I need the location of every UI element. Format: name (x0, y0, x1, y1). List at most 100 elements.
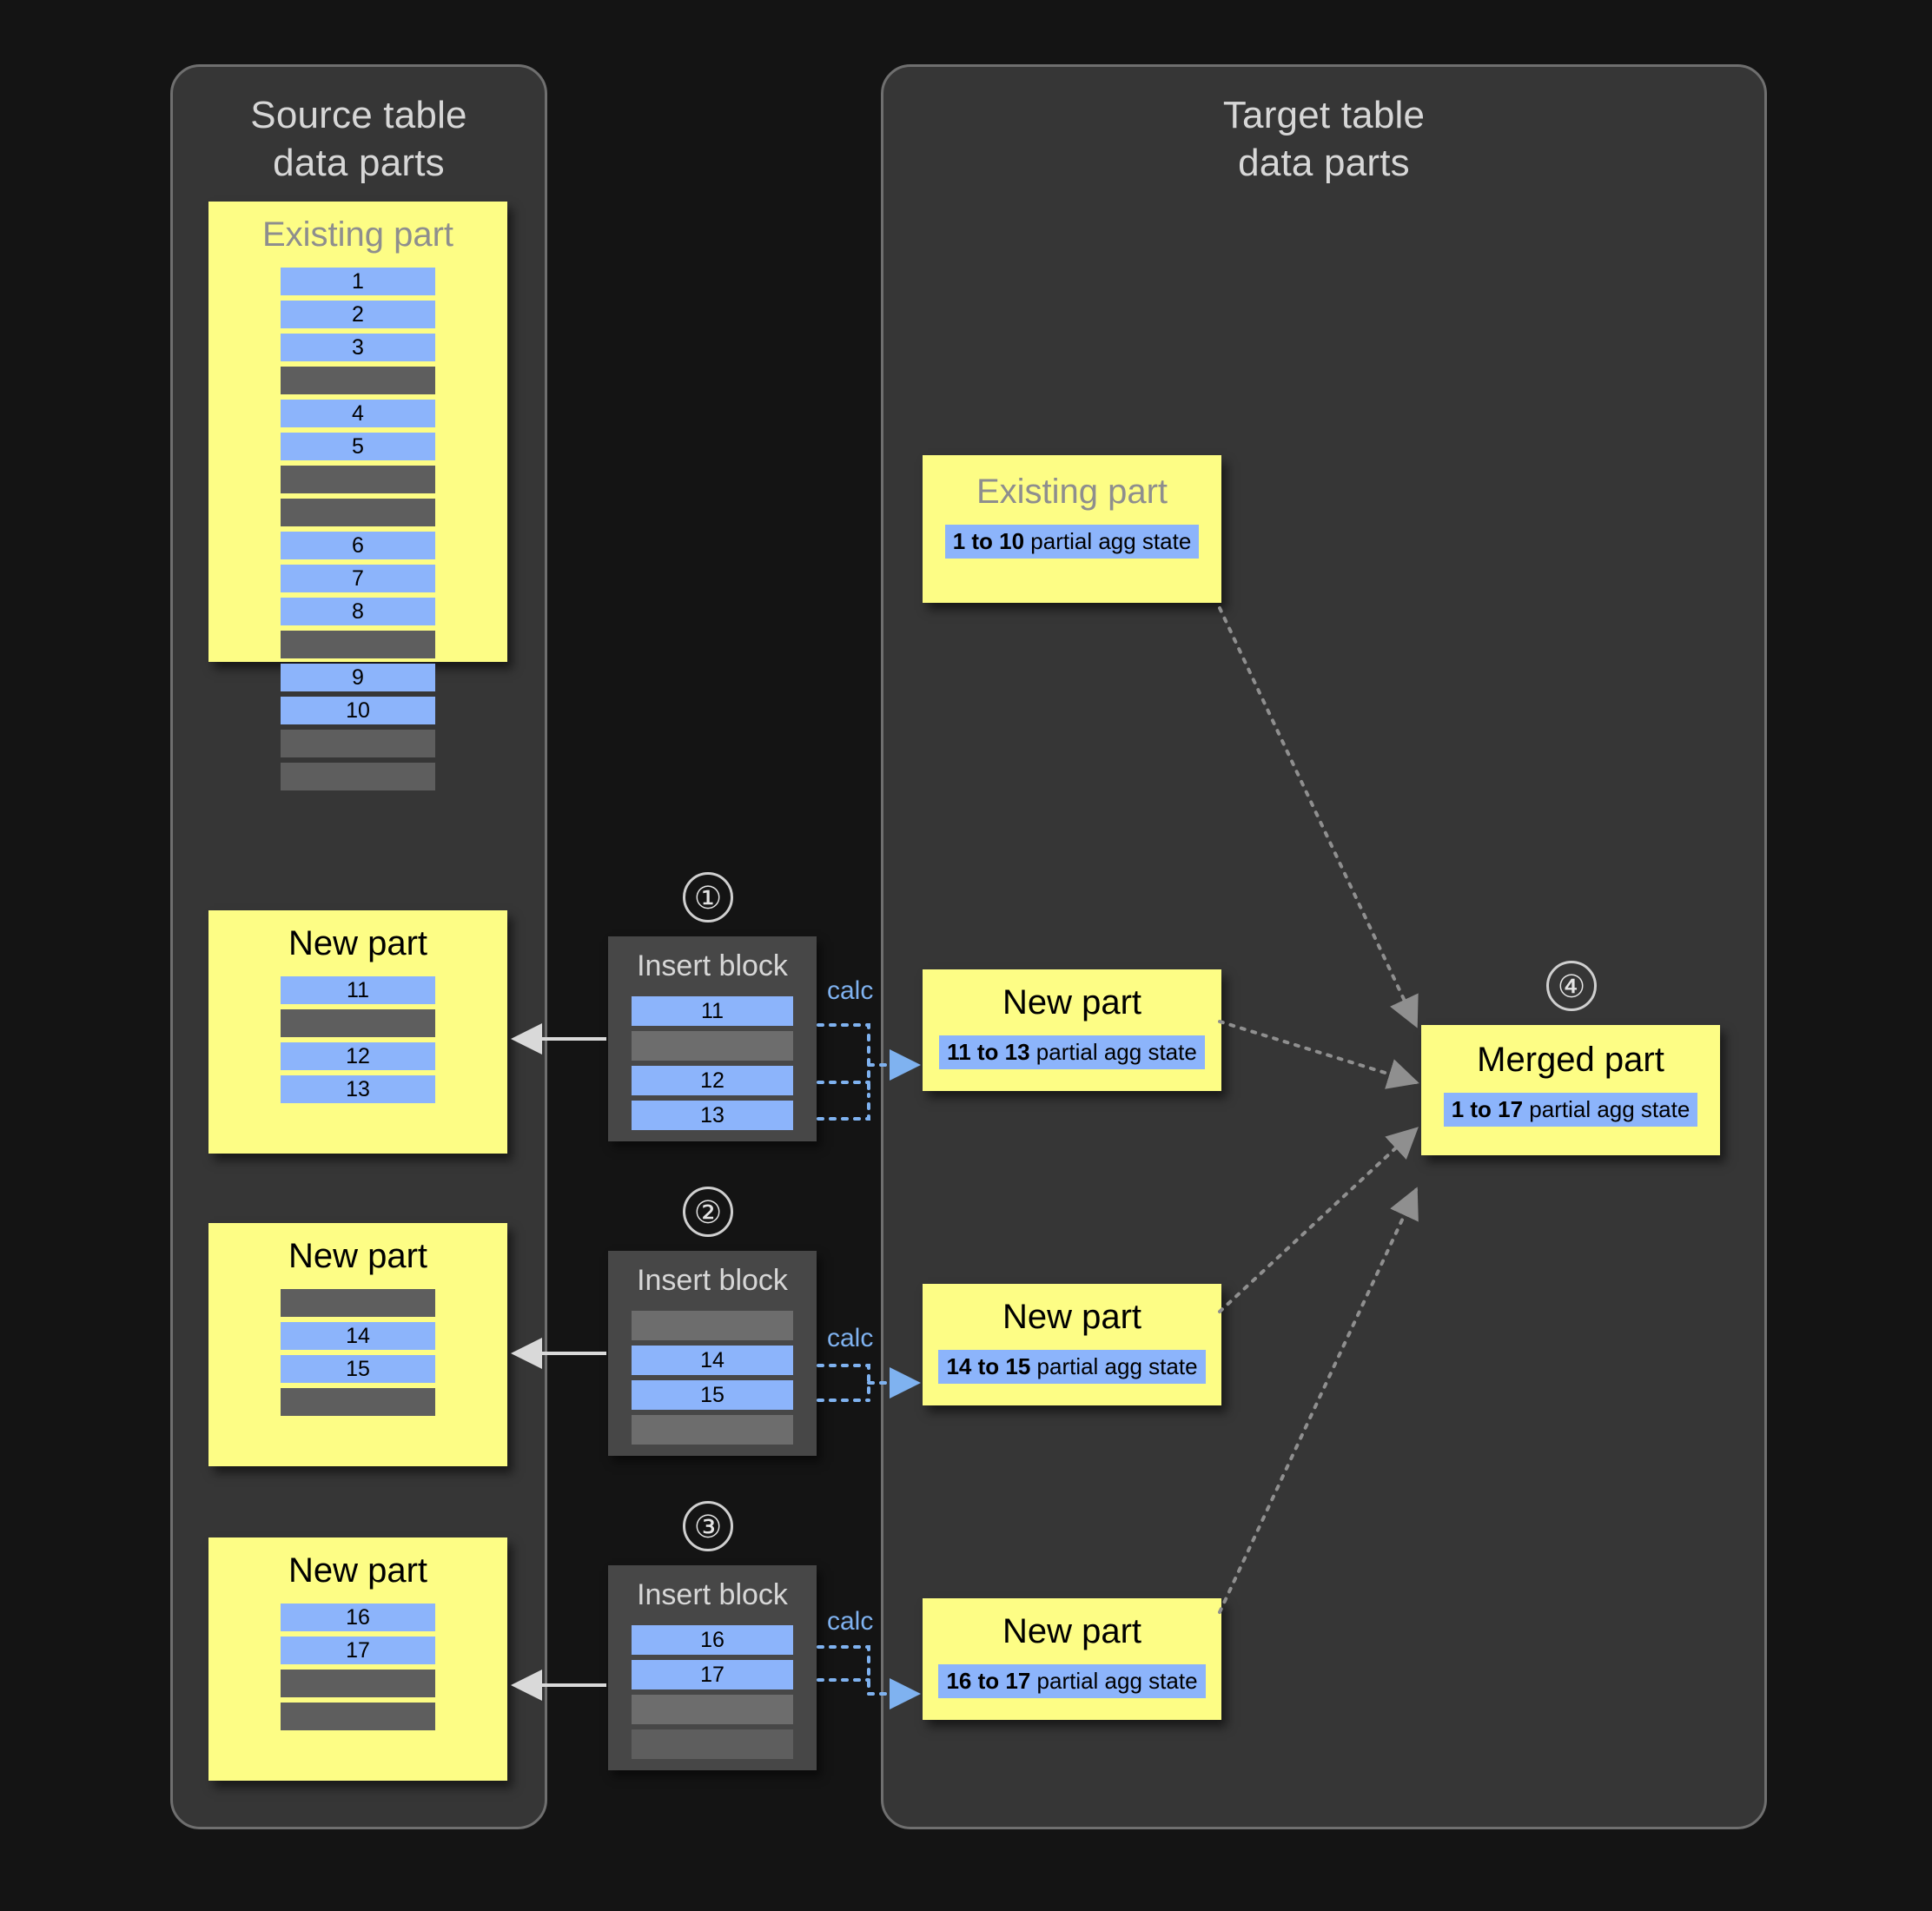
target-existing-part-state-range: 1 to 10 (952, 528, 1025, 554)
source-new-part-3-row-3 (281, 1670, 435, 1697)
target-new-part-3-title: New part (1002, 1612, 1142, 1650)
target-new-part-1-state: 11 to 13 partial agg state (939, 1035, 1205, 1070)
source-existing-part-row-8 (281, 499, 435, 526)
source-existing-part-rows: 1 2 3 4 5 6 7 8 9 10 (208, 268, 507, 790)
source-existing-part-row-13: 9 (281, 664, 435, 691)
insert-block-1-row-4: 13 (632, 1100, 793, 1130)
target-new-part-3-state-range: 16 to 17 (946, 1668, 1031, 1694)
source-new-part-3-row-4 (281, 1703, 435, 1730)
target-merged-part-state-range: 1 to 17 (1451, 1096, 1524, 1122)
source-existing-part-row-6: 5 (281, 433, 435, 460)
step-marker-3: ③ (683, 1501, 733, 1551)
target-table-panel: Target table data parts (881, 64, 1767, 1829)
target-new-part-2-title: New part (1002, 1298, 1142, 1336)
insert-block-1-rows: 11 12 13 (608, 995, 817, 1130)
target-new-part-2-state: 14 to 15 partial agg state (938, 1350, 1206, 1385)
source-new-part-3-row-1: 16 (281, 1604, 435, 1631)
source-existing-part-row-9: 6 (281, 532, 435, 559)
source-new-part-1-row-3: 12 (281, 1042, 435, 1070)
source-new-part-3-title: New part (288, 1551, 428, 1590)
insert-block-2-row-1 (632, 1310, 793, 1340)
calc-connector-2 (817, 1364, 870, 1402)
source-existing-part-row-4 (281, 367, 435, 394)
calc-label-3: calc (827, 1607, 874, 1636)
target-merged-part-state-suffix: partial agg state (1523, 1096, 1690, 1122)
source-existing-part-row-15 (281, 730, 435, 757)
target-new-part-2-state-suffix: partial agg state (1030, 1353, 1198, 1379)
target-new-part-1-title: New part (1002, 983, 1142, 1022)
target-new-part-3-state-suffix: partial agg state (1030, 1668, 1198, 1694)
target-new-part-3: New part 16 to 17 partial agg state (923, 1598, 1221, 1720)
target-existing-part-state-suffix: partial agg state (1024, 528, 1192, 554)
target-new-part-2-state-range: 14 to 15 (946, 1353, 1031, 1379)
source-existing-part-row-14: 10 (281, 697, 435, 724)
source-existing-part-row-10: 7 (281, 565, 435, 592)
target-new-part-3-state-wrap: 16 to 17 partial agg state (923, 1664, 1221, 1699)
target-table-title: Target table data parts (1222, 94, 1426, 184)
target-new-part-2-state-wrap: 14 to 15 partial agg state (923, 1350, 1221, 1385)
source-new-part-1-row-2 (281, 1009, 435, 1037)
target-new-part-1-state-suffix: partial agg state (1029, 1039, 1197, 1065)
source-existing-part-row-5: 4 (281, 400, 435, 427)
insert-block-3-row-3 (632, 1694, 793, 1724)
source-existing-part-row-3: 3 (281, 334, 435, 361)
source-new-part-1-row-1: 11 (281, 976, 435, 1004)
step-marker-4: ④ (1546, 961, 1597, 1011)
target-existing-part-state-wrap: 1 to 10 partial agg state (923, 525, 1221, 559)
target-new-part-2: New part 14 to 15 partial agg state (923, 1284, 1221, 1405)
source-new-part-2-row-2: 14 (281, 1322, 435, 1350)
target-new-part-1-state-wrap: 11 to 13 partial agg state (923, 1035, 1221, 1070)
source-existing-part-row-2: 2 (281, 301, 435, 328)
source-existing-part-row-11: 8 (281, 598, 435, 625)
calc-label-2: calc (827, 1324, 874, 1352)
insert-block-1-title: Insert block (637, 949, 788, 982)
insert-block-3-title: Insert block (637, 1578, 788, 1611)
source-existing-part-row-7 (281, 466, 435, 493)
target-new-part-1: New part 11 to 13 partial agg state (923, 969, 1221, 1091)
source-existing-part-title: Existing part (261, 215, 454, 254)
calc-label-1: calc (827, 976, 874, 1005)
calc-connector-1 (817, 1023, 870, 1121)
target-new-part-1-state-range: 11 to 13 (947, 1039, 1030, 1065)
target-merged-part: Merged part 1 to 17 partial agg state (1421, 1025, 1720, 1155)
source-new-part-2-row-3: 15 (281, 1355, 435, 1383)
source-new-part-1-title: New part (288, 924, 428, 962)
target-merged-part-state: 1 to 17 partial agg state (1443, 1093, 1698, 1127)
source-new-part-2-row-1 (281, 1289, 435, 1317)
insert-block-1-row-3: 12 (632, 1065, 793, 1095)
target-merged-part-title: Merged part (1477, 1041, 1664, 1079)
step-marker-2: ② (683, 1187, 733, 1237)
insert-block-2-title: Insert block (637, 1264, 788, 1297)
calc-connector-3 (817, 1645, 870, 1696)
source-new-part-3-row-2: 17 (281, 1637, 435, 1664)
source-table-title: Source table data parts (250, 94, 467, 184)
source-existing-part-row-12 (281, 631, 435, 658)
insert-block-3-row-2: 17 (632, 1659, 793, 1689)
step-marker-1: ① (683, 872, 733, 922)
insert-block-3-row-4 (632, 1729, 793, 1759)
insert-block-1-row-2 (632, 1030, 793, 1061)
target-existing-part-title: Existing part (976, 473, 1168, 511)
insert-block-2-row-4 (632, 1414, 793, 1445)
source-existing-part-row-16 (281, 763, 435, 790)
target-new-part-3-state: 16 to 17 partial agg state (938, 1664, 1206, 1699)
insert-block-1-row-1: 11 (632, 995, 793, 1026)
source-new-part-2-row-4 (281, 1388, 435, 1416)
source-existing-part: Existing part 1 2 3 4 5 6 7 8 9 10 (208, 202, 507, 790)
source-existing-part-row-1: 1 (281, 268, 435, 295)
insert-block-1: Insert block 11 12 13 (608, 936, 817, 1141)
target-existing-part: Existing part 1 to 10 partial agg state (923, 455, 1221, 603)
insert-block-2-row-2: 14 (632, 1345, 793, 1375)
target-merged-part-state-wrap: 1 to 17 partial agg state (1421, 1093, 1720, 1127)
